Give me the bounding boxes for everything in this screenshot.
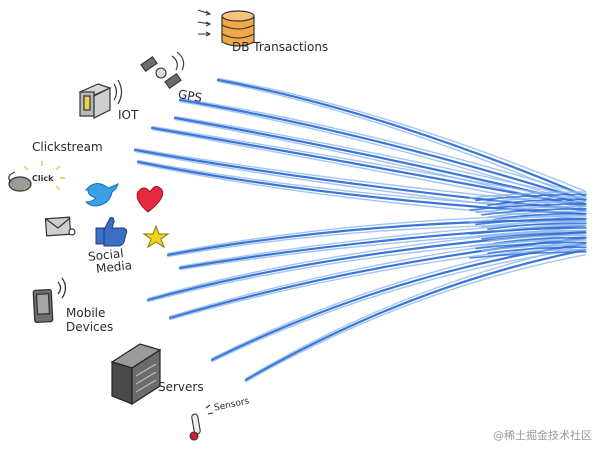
data-stream-convergence-line bbox=[487, 210, 587, 218]
data-stream-convergence-line bbox=[469, 239, 587, 247]
iot-device-icon bbox=[78, 79, 123, 119]
data-stream-line bbox=[133, 148, 587, 212]
data-stream-convergence-line bbox=[487, 222, 587, 230]
data-stream-line bbox=[174, 115, 586, 200]
data-stream-line bbox=[179, 97, 586, 196]
thumbs-up-icon bbox=[95, 217, 128, 247]
data-stream-convergence-line bbox=[487, 246, 587, 254]
data-stream-convergence-line bbox=[481, 220, 587, 228]
server-rack-icon bbox=[110, 343, 162, 406]
data-stream-line bbox=[217, 80, 586, 202]
star-icon bbox=[142, 224, 170, 249]
database-icon bbox=[221, 10, 255, 47]
db-transactions-label: DB Transactions bbox=[232, 40, 329, 54]
data-stream-line bbox=[151, 125, 586, 202]
watermark: @稀土掘金技术社区 bbox=[493, 429, 592, 442]
satellite-icon bbox=[140, 51, 185, 90]
twitter-bird-icon bbox=[84, 183, 119, 207]
data-stream-convergence-line bbox=[481, 196, 587, 204]
mouse-icon bbox=[8, 171, 32, 192]
data-stream-convergence-line bbox=[475, 229, 587, 238]
data-stream-convergence-line bbox=[469, 227, 587, 235]
click-burst-icon bbox=[23, 161, 65, 191]
mobile-devices-label-line2: Devices bbox=[66, 320, 114, 334]
data-stream-line bbox=[245, 244, 586, 380]
data-stream-line bbox=[151, 128, 586, 212]
data-stream-line bbox=[179, 230, 586, 271]
data-stream-convergence-line bbox=[469, 251, 587, 259]
click-label: Click bbox=[32, 174, 54, 183]
data-stream-convergence-line bbox=[487, 234, 587, 242]
data-streams bbox=[133, 77, 587, 383]
data-stream-convergence-line bbox=[481, 244, 587, 252]
data-stream-line bbox=[178, 98, 587, 202]
clickstream-label: Clickstream bbox=[32, 140, 103, 154]
servers-label: Servers bbox=[158, 380, 204, 394]
data-stream-line bbox=[217, 77, 586, 192]
data-stream-line bbox=[216, 78, 587, 198]
data-stream-line bbox=[136, 160, 587, 216]
mobile-devices-label-line1: Mobile bbox=[66, 306, 106, 320]
heart-icon bbox=[136, 186, 164, 213]
data-stream-line bbox=[168, 236, 587, 320]
data-stream-convergence-line bbox=[469, 215, 587, 223]
data-stream-convergence-line bbox=[475, 193, 587, 202]
data-stream-line bbox=[169, 232, 586, 318]
incoming-arrows-icon bbox=[197, 9, 212, 37]
iot-label: IOT bbox=[118, 108, 139, 122]
data-stream-convergence-line bbox=[469, 191, 587, 199]
data-stream-convergence-line bbox=[487, 198, 587, 206]
data-stream-line bbox=[179, 100, 586, 206]
data-stream-convergence-line bbox=[481, 232, 587, 240]
data-stream-convergence-line bbox=[475, 217, 587, 226]
data-stream-line bbox=[244, 248, 587, 382]
data-stream-convergence-line bbox=[469, 203, 587, 211]
data-stream-convergence-line bbox=[481, 208, 587, 216]
data-stream-line bbox=[134, 150, 586, 216]
data-stream-line bbox=[245, 254, 586, 383]
mobile-phone-icon bbox=[32, 277, 67, 323]
data-stream-convergence-line bbox=[475, 241, 587, 250]
thermometer-sensor-icon bbox=[189, 404, 214, 441]
data-stream-convergence-line bbox=[475, 205, 587, 214]
email-envelope-icon bbox=[44, 216, 76, 237]
